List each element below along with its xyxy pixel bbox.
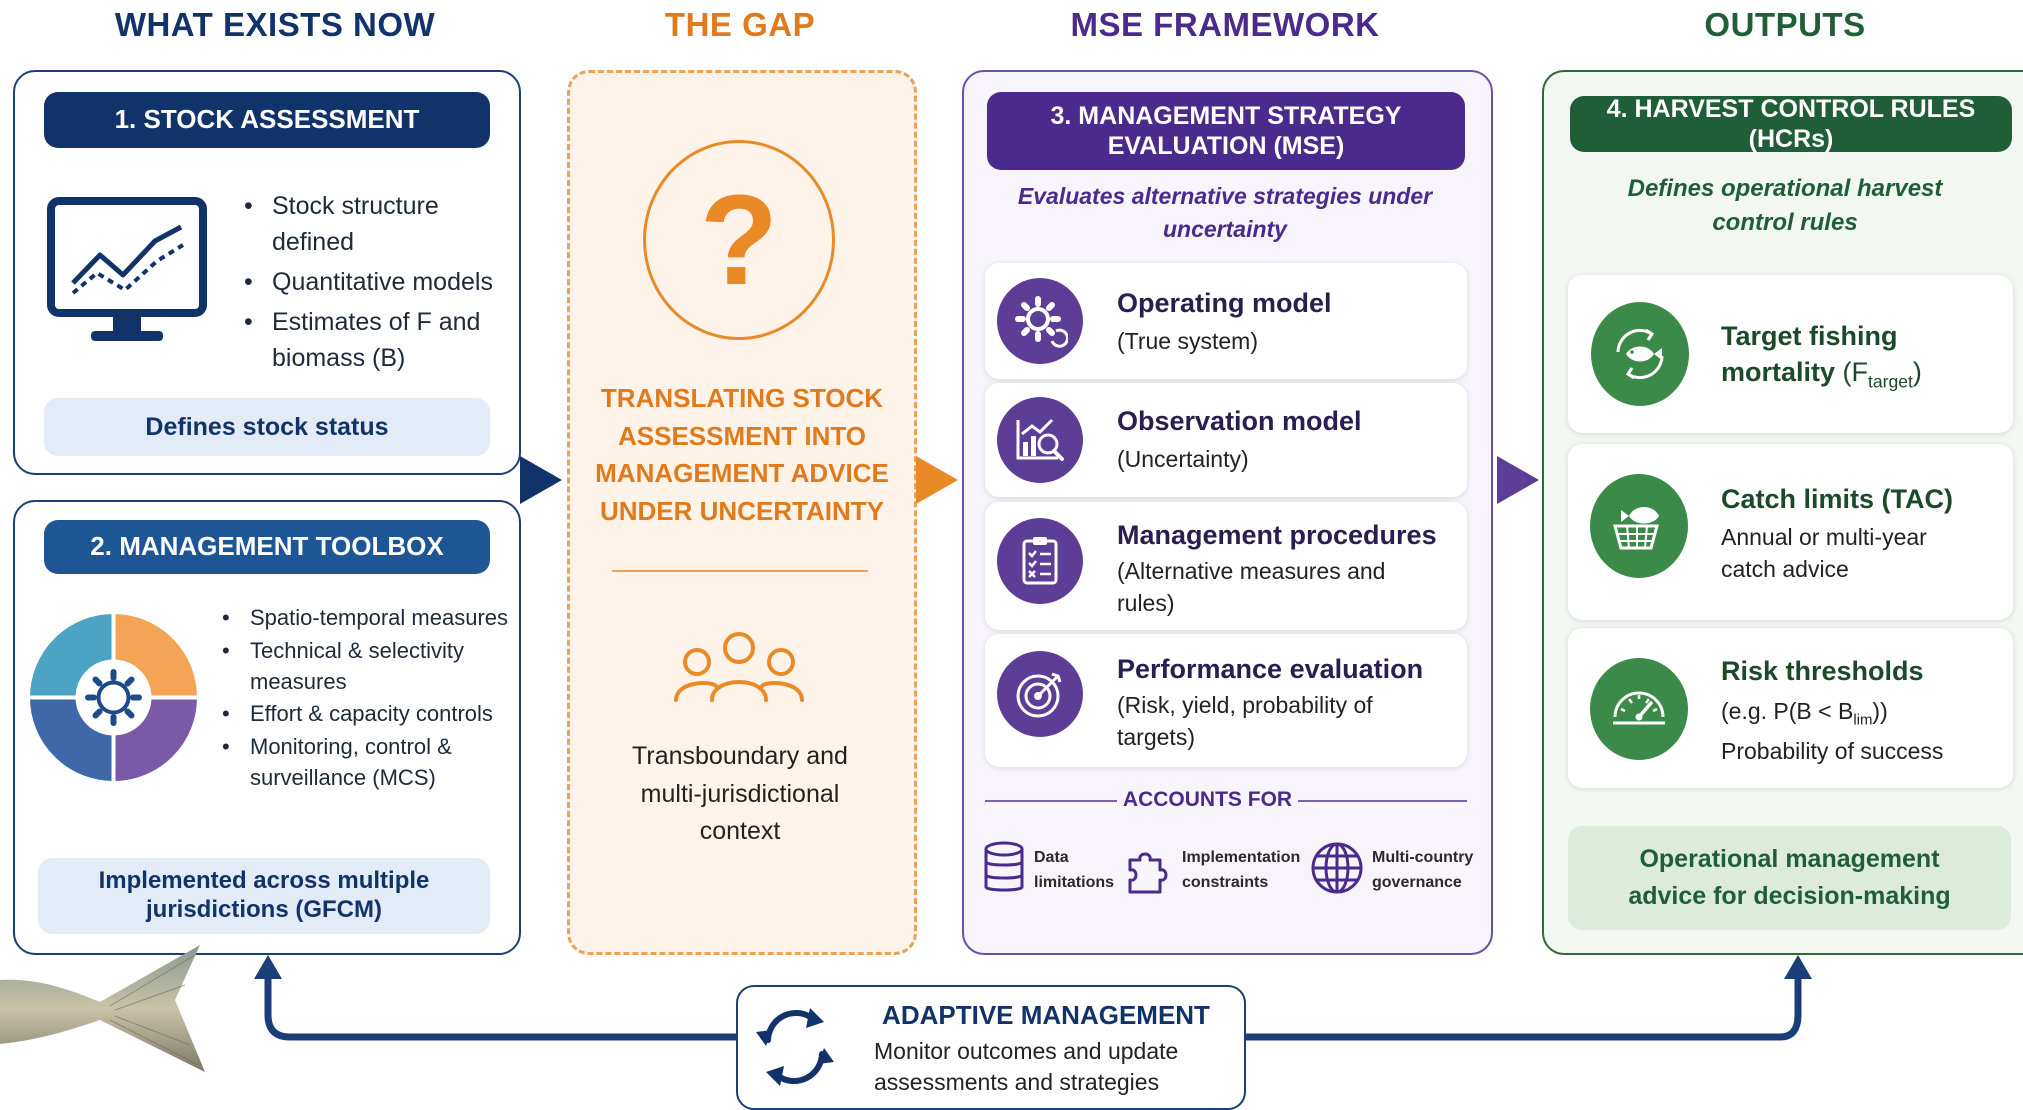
list-item: Effort & capacity controls <box>216 699 516 730</box>
feedback-loop-arrows <box>254 955 1812 1041</box>
gap-context: Transboundary and multi-jurisdictional c… <box>632 742 848 845</box>
output-title-text: Target fishing mortality <box>1721 321 1898 388</box>
account-label: Data limitations <box>1034 849 1115 891</box>
people-group-icon <box>674 632 804 702</box>
column-heading-outputs: OUTPUTS <box>1704 6 1866 43</box>
risk-subscript: lim <box>1853 711 1873 729</box>
risk-expression: (e.g. P(B < B <box>1721 698 1854 724</box>
divider-left <box>985 800 1117 802</box>
accounts-for-label: ACCOUNTS FOR <box>1122 788 1293 811</box>
fish-basket-icon <box>1590 474 1688 578</box>
list-item: Quantitative models <box>238 264 508 300</box>
jurisdictions-footer: Implemented across multiple jurisdiction… <box>38 858 490 934</box>
arrow-to-mse <box>916 456 958 504</box>
gap-heading: TRANSLATING STOCK ASSESSMENT INTO MANAGE… <box>595 383 889 527</box>
adaptive-management-box <box>736 985 1246 1110</box>
management-toolbox-title: 2. MANAGEMENT TOOLBOX <box>44 520 490 574</box>
monitor-chart-icon <box>47 197 207 341</box>
mse-item-title: Operating model <box>1117 288 1332 318</box>
list-item: Monitoring, control & surveillance (MCS) <box>216 732 516 794</box>
output-title-subscript: target <box>1868 371 1913 392</box>
toolbox-bullets: Spatio-temporal measures Technical & sel… <box>216 603 516 794</box>
globe-icon <box>1311 842 1363 894</box>
column-heading-what-exists: WHAT EXISTS NOW <box>114 6 436 43</box>
stock-status-footer: Defines stock status <box>44 398 490 456</box>
list-item: Technical & selectivity measures <box>216 636 516 698</box>
column-heading-gap: THE GAP <box>664 6 816 43</box>
risk-expression-end: )) <box>1872 698 1888 724</box>
mse-subtitle: Evaluates alternative strategies under u… <box>1017 183 1433 243</box>
clipboard-checklist-icon <box>997 518 1083 604</box>
gap-divider <box>612 570 868 572</box>
chart-magnifier-icon <box>997 397 1083 483</box>
database-icon <box>984 841 1024 892</box>
account-label: Multi-country governance <box>1372 849 1474 891</box>
puzzle-icon <box>1128 852 1168 894</box>
stock-assessment-title: 1. STOCK ASSESSMENT <box>44 92 490 148</box>
mse-item-sub: (Alternative measures and rules) <box>1117 558 1386 616</box>
mse-item-sub: (True system) <box>1117 328 1258 354</box>
mse-item-title: Management procedures <box>1117 520 1437 550</box>
toolbox-wheel-icon <box>26 610 201 785</box>
mse-item-sub: (Risk, yield, probability of targets) <box>1117 692 1373 750</box>
column-heading-mse: MSE FRAMEWORK <box>1070 6 1380 43</box>
mse-item-title: Performance evaluation <box>1117 654 1424 684</box>
cycle-arrows-icon <box>756 1008 834 1086</box>
list-item: Spatio-temporal measures <box>216 603 516 634</box>
output-title: Risk thresholds <box>1721 656 1924 686</box>
output-sub: Annual or multi-year catch advice <box>1721 524 1927 582</box>
mse-item-sub: (Uncertainty) <box>1117 446 1249 472</box>
list-item: Estimates of F and biomass (B) <box>238 304 508 376</box>
mse-title: 3. MANAGEMENT STRATEGY EVALUATION (MSE) <box>987 92 1465 170</box>
gauge-icon <box>1590 658 1688 760</box>
output-title: Catch limits (TAC) <box>1721 484 1954 514</box>
stock-assessment-bullets: Stock structure defined Quantitative mod… <box>238 188 508 376</box>
question-mark-icon: ? <box>643 140 835 340</box>
gear-icon <box>997 278 1083 364</box>
arrow-to-outputs <box>1497 456 1539 504</box>
output-sub: Probability of success <box>1721 738 1944 764</box>
fish-tail-image <box>0 945 205 1072</box>
target-icon <box>997 651 1083 737</box>
account-label: Implementation constraints <box>1182 849 1301 891</box>
divider-right <box>1298 800 1467 802</box>
outputs-title: 4. HARVEST CONTROL RULES (HCRs) <box>1570 95 2012 153</box>
output-sub-risk: (e.g. P(B < Blim)) <box>1721 696 1888 731</box>
outputs-subtitle: Defines operational harvest control rule… <box>1627 175 1943 237</box>
output-title: Target fishing mortality (Ftarget) <box>1721 321 1922 392</box>
adaptive-text: Monitor outcomes and update assessments … <box>874 1038 1179 1096</box>
fish-cycle-icon <box>1591 302 1689 406</box>
outputs-footer: Operational management advice for decisi… <box>1568 826 2011 930</box>
adaptive-title: ADAPTIVE MANAGEMENT <box>882 1000 1210 1030</box>
arrow-to-gap-stem <box>520 468 532 492</box>
list-item: Stock structure defined <box>238 188 508 260</box>
mse-item-title: Observation model <box>1117 406 1362 436</box>
